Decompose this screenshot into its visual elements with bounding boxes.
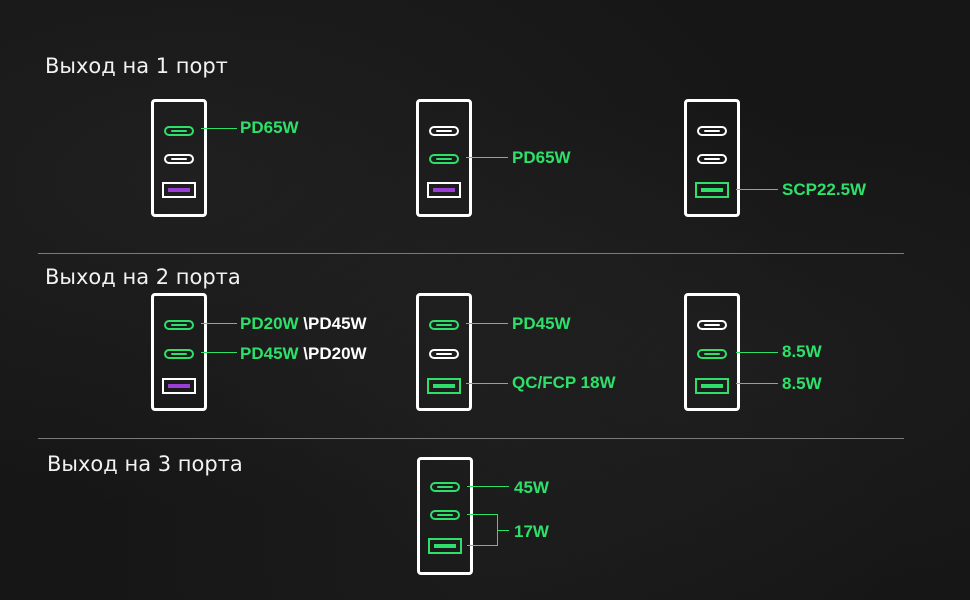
output-label-white: PD20W — [308, 344, 367, 363]
output-label: PD65W — [512, 148, 571, 167]
usb-a-port — [162, 182, 196, 198]
usb-c-port-1 — [430, 482, 460, 492]
charger-2port-c1 — [151, 293, 207, 411]
usb-c-port-2 — [697, 349, 727, 359]
usb-c-port-1 — [164, 320, 194, 330]
connector-line — [736, 383, 778, 384]
usb-c-port-2 — [697, 154, 727, 164]
output-label-green: PD20W — [240, 314, 299, 333]
usb-c-port-2 — [429, 349, 459, 359]
charger-2port-c2 — [416, 293, 472, 411]
output-label: 8.5W — [782, 342, 822, 361]
usb-c-port-1 — [429, 126, 459, 136]
output-label: 8.5W — [782, 374, 822, 393]
connector-line — [201, 352, 237, 353]
usb-c-port-2 — [164, 154, 194, 164]
output-label: PD65W — [240, 118, 299, 137]
connector-line — [467, 486, 509, 487]
output-label-green: PD45W — [240, 344, 299, 363]
charger-1port-c1 — [151, 99, 207, 217]
usb-c-port-2 — [430, 510, 460, 520]
usb-c-port-1 — [697, 126, 727, 136]
output-label: 17W — [514, 522, 549, 541]
connector-line — [466, 323, 508, 324]
usb-a-port — [427, 182, 461, 198]
section-title-2-ports: Выход на 2 порта — [45, 265, 241, 289]
charger-2port-c3 — [684, 293, 740, 411]
section-title-1-port: Выход на 1 порт — [45, 54, 228, 78]
separator: \ — [298, 344, 309, 363]
bracket-line-bottom — [467, 545, 497, 546]
connector-line — [736, 189, 778, 190]
connector-line — [201, 128, 237, 129]
output-label: SCP22.5W — [782, 180, 867, 199]
usb-a-port — [427, 378, 461, 394]
section-title-3-ports: Выход на 3 порта — [47, 452, 243, 476]
bracket-line-top — [467, 514, 497, 515]
charger-3port-c1 — [417, 457, 473, 575]
usb-a-port — [162, 378, 196, 394]
usb-a-port — [695, 378, 729, 394]
connector-line — [201, 323, 237, 324]
connector-line — [466, 383, 508, 384]
output-label-combo-1: PD20W \PD45W — [240, 314, 367, 334]
output-label-combo-2: PD45W \PD20W — [240, 344, 367, 364]
section-divider — [38, 253, 904, 254]
usb-a-port — [695, 182, 729, 198]
usb-c-port-1 — [164, 126, 194, 136]
bracket-line-out — [497, 530, 509, 531]
output-label: PD45W — [512, 314, 571, 333]
output-label: 45W — [514, 478, 549, 497]
charger-1port-c2 — [416, 99, 472, 217]
output-label-white: PD45W — [308, 314, 367, 333]
connector-line — [736, 352, 778, 353]
section-divider — [38, 438, 904, 439]
usb-c-port-2 — [164, 349, 194, 359]
connector-line — [466, 157, 508, 158]
usb-c-port-1 — [429, 320, 459, 330]
usb-a-port — [428, 538, 462, 554]
separator: \ — [298, 314, 309, 333]
output-label: QC/FCP 18W — [512, 373, 616, 392]
usb-c-port-2 — [429, 154, 459, 164]
charger-1port-c3 — [684, 99, 740, 217]
usb-c-port-1 — [697, 320, 727, 330]
